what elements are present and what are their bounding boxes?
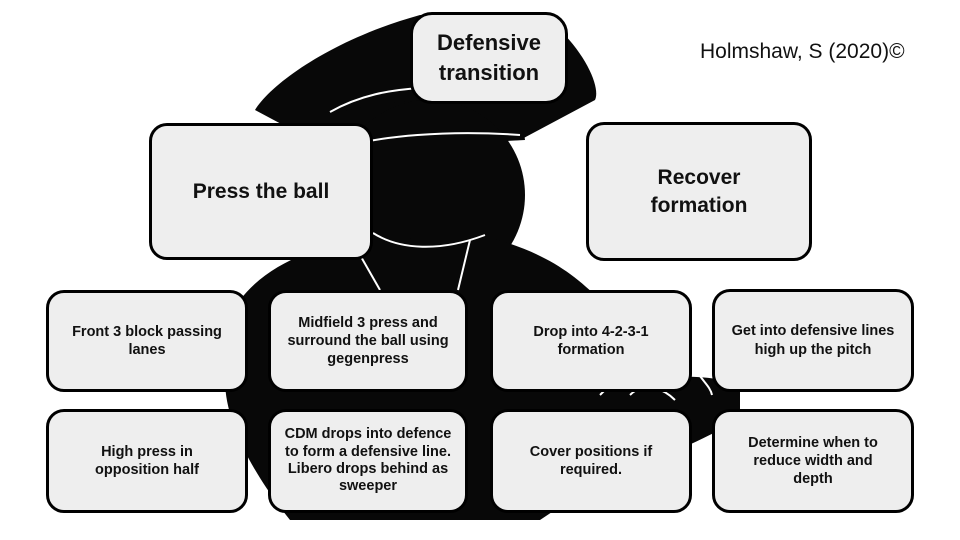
leaf-label: Cover positions if required.	[529, 443, 653, 478]
leaf-node: Determine when to reduce width and depth	[712, 409, 914, 513]
leaf-label: Determine when to reduce width and depth	[748, 434, 878, 488]
leaf-node: CDM drops into defence to form a defensi…	[268, 409, 468, 513]
leaf-label: High press in opposition half	[95, 443, 199, 478]
branch-label: Press the ball	[192, 179, 330, 203]
root-node-label: Defensive transition	[437, 30, 541, 85]
face-line	[372, 232, 486, 248]
root-node: Defensive transition	[410, 12, 568, 104]
collar-line-left	[359, 254, 381, 291]
leaf-node: Front 3 block passing lanes	[46, 290, 248, 392]
leaf-label: Midfield 3 press and surround the ball u…	[287, 314, 449, 368]
leaf-label: Drop into 4-2-3-1 formation	[533, 323, 649, 358]
leaf-node: Midfield 3 press and surround the ball u…	[268, 290, 468, 392]
leaf-node: High press in opposition half	[46, 409, 248, 513]
leaf-node: Drop into 4-2-3-1 formation	[490, 290, 692, 392]
leaf-node: Get into defensive lines high up the pit…	[712, 289, 914, 392]
leaf-label: Get into defensive lines high up the pit…	[731, 323, 895, 358]
leaf-label: CDM drops into defence to form a defensi…	[284, 426, 452, 495]
leaf-node: Cover positions if required.	[490, 409, 692, 513]
branch-node-press-the-ball: Press the ball	[149, 123, 373, 260]
copyright-credit: Holmshaw, S (2020)©	[700, 40, 905, 63]
branch-label: Recover formation	[650, 166, 748, 217]
leaf-label: Front 3 block passing lanes	[72, 323, 222, 358]
branch-node-recover-formation: Recover formation	[586, 122, 812, 261]
collar-line-right	[457, 239, 471, 291]
